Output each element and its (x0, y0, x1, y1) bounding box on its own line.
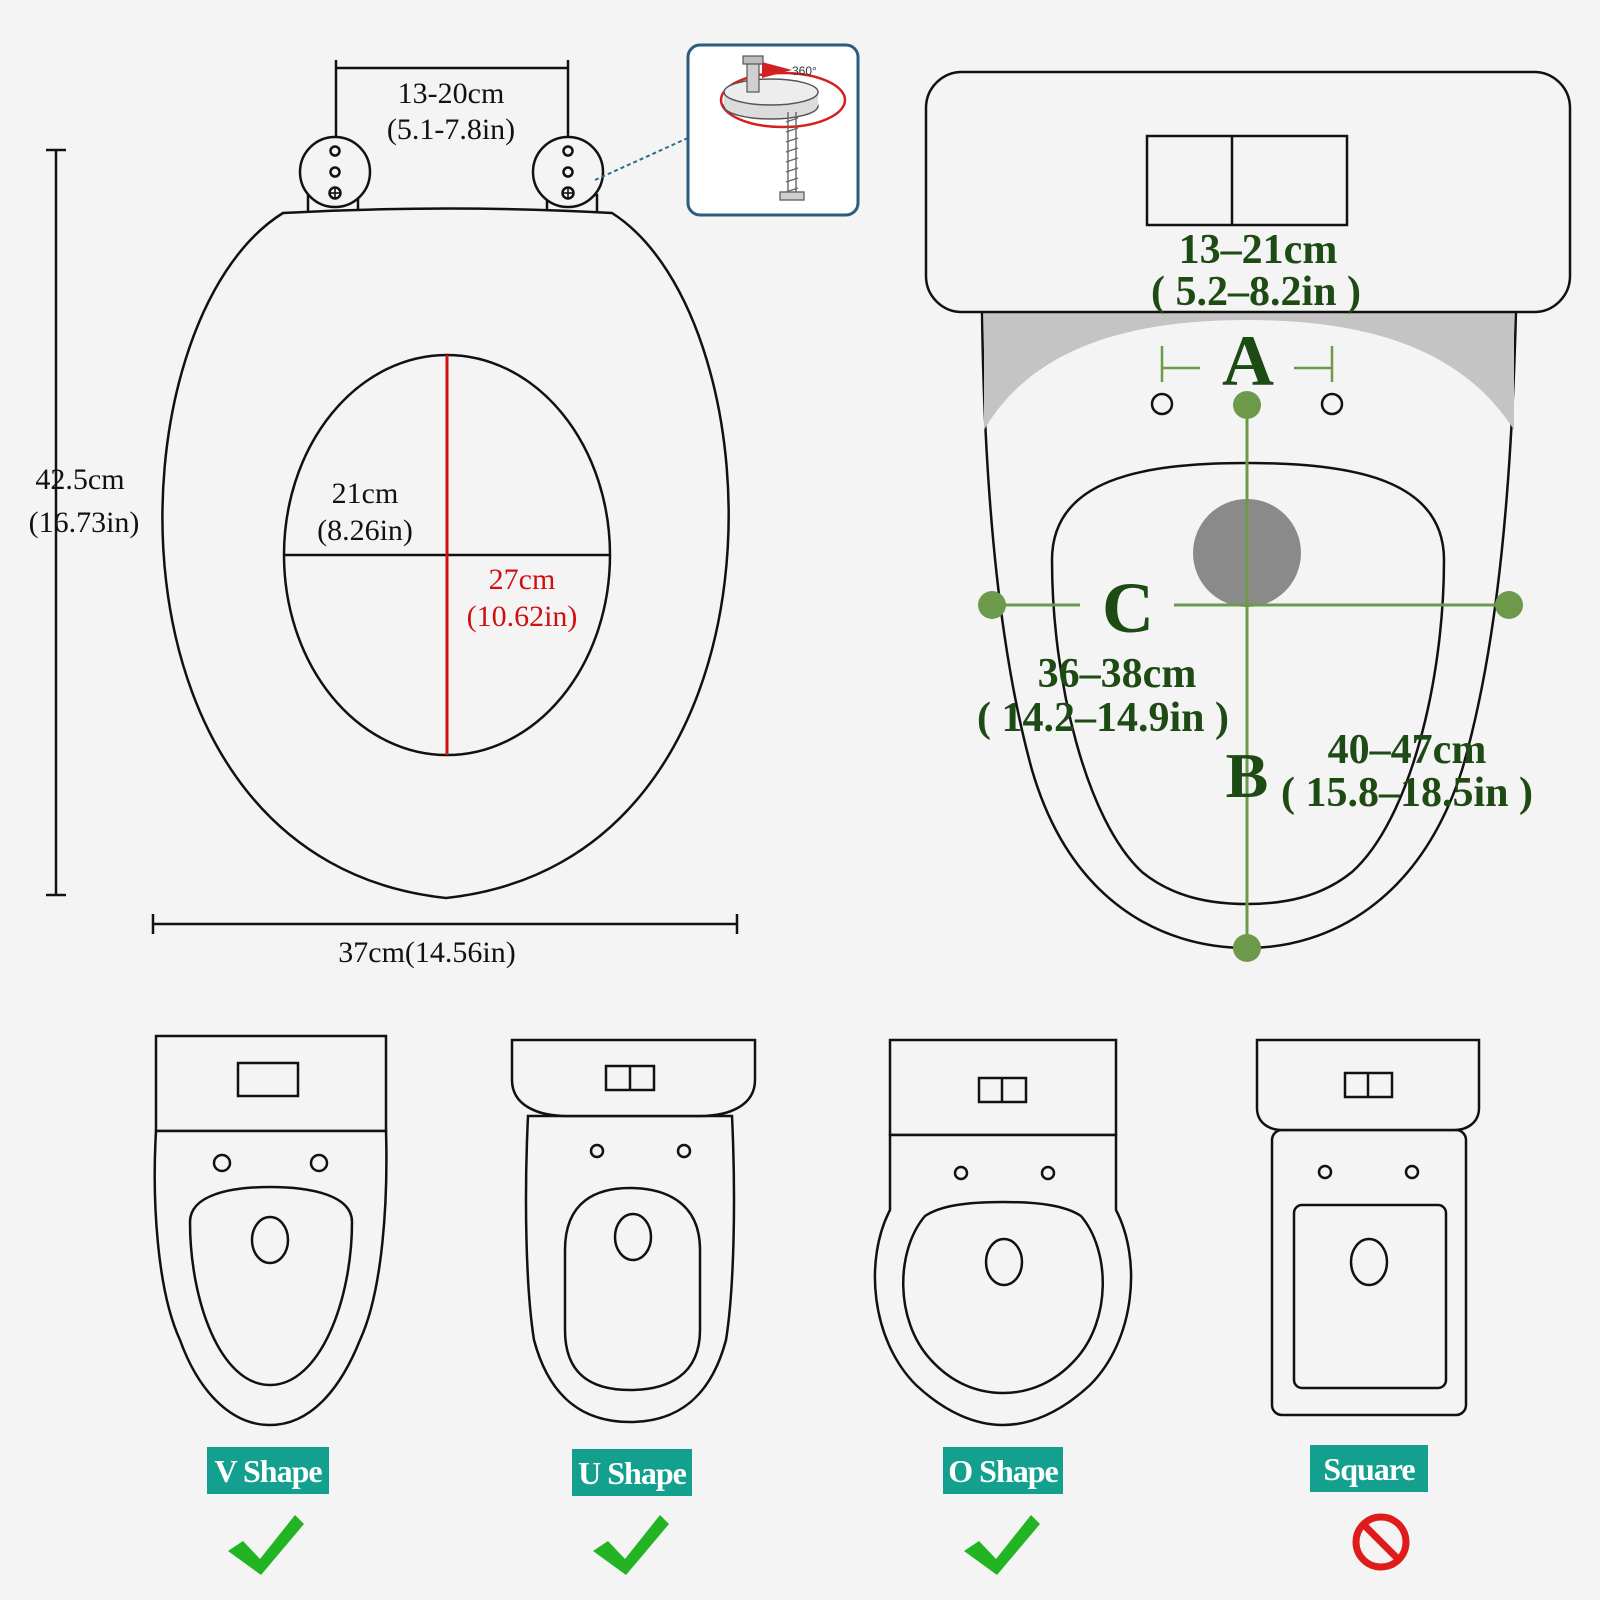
a-dimension (1160, 346, 1334, 382)
badge-u-shape-label: U Shape (578, 1455, 687, 1491)
c-left-dot (978, 591, 1006, 619)
inner-width-label-in: (8.26in) (317, 514, 413, 547)
inner-length-label: 27cm (489, 563, 556, 596)
hinge-label: 13-20cm (398, 77, 505, 110)
b-top-dot (1233, 391, 1261, 419)
hinge-label-in: (5.1-7.8in) (387, 113, 515, 146)
a-measure: 13–21cm (1179, 227, 1338, 273)
inner-length-label-in: (10.62in) (467, 600, 578, 633)
c-measure-in: ( 14.2–14.9in ) (977, 695, 1229, 741)
height-label-in: (16.73in) (29, 506, 140, 539)
inner-width-label: 21cm (332, 477, 399, 510)
threaded-bolt (779, 112, 805, 201)
b-letter: B (1226, 740, 1269, 811)
bolt-hole-right (1320, 392, 1344, 416)
badge-v-shape (207, 1447, 329, 1494)
hinge-disc (723, 78, 819, 106)
badge-o-shape (943, 1447, 1063, 1494)
rotation-ring (719, 71, 847, 129)
badge-square (1310, 1445, 1428, 1492)
height-label: 42.5cm (35, 463, 124, 496)
bolt-hole-left (1150, 392, 1174, 416)
b-bottom-dot (1233, 934, 1261, 962)
flush-button (1145, 134, 1349, 227)
hinge-right (531, 135, 605, 215)
toilet-tank (924, 70, 1572, 314)
badge-v-shape-label: V Shape (214, 1453, 322, 1489)
a-letter: A (1222, 321, 1274, 401)
c-right-dot (1495, 591, 1523, 619)
shape-badges: V Shape U Shape O Shape Square (207, 1445, 1428, 1496)
o-shape-check-icon (964, 1515, 1040, 1575)
a-measure-in: ( 5.2–8.2in ) (1151, 269, 1361, 315)
rotation-flag-icon (762, 62, 792, 78)
badge-square-label: Square (1323, 1451, 1415, 1487)
square-shape-toilet (1255, 1038, 1481, 1417)
u-shape-check-icon (593, 1515, 669, 1575)
c-letter: C (1102, 568, 1154, 648)
square-no-icon (1352, 1513, 1410, 1571)
v-shape-check-icon (228, 1515, 304, 1575)
hinge-left (298, 135, 372, 215)
toilet-measure-diagram (924, 70, 1572, 962)
badge-o-shape-label: O Shape (948, 1453, 1058, 1489)
c-measure: 36–38cm (1038, 651, 1197, 697)
shape-compatibility-row (153, 1034, 1481, 1427)
v-shape-toilet (153, 1034, 388, 1427)
bowl-inner-outline (1050, 461, 1446, 906)
b-measure-in: ( 15.8–18.5in ) (1281, 770, 1533, 816)
u-shape-toilet (510, 1038, 757, 1424)
bowl-shoulder-shade (984, 312, 1514, 430)
seat-diagram (46, 60, 739, 934)
badge-u-shape (572, 1449, 692, 1496)
compatibility-icons (228, 1513, 1410, 1575)
o-shape-toilet (873, 1038, 1133, 1427)
rotation-label: 360° (792, 64, 817, 78)
width-label: 37cm(14.56in) (338, 936, 515, 969)
b-measure: 40–47cm (1328, 727, 1487, 773)
hinge-detail-inset: 360° (686, 43, 860, 217)
